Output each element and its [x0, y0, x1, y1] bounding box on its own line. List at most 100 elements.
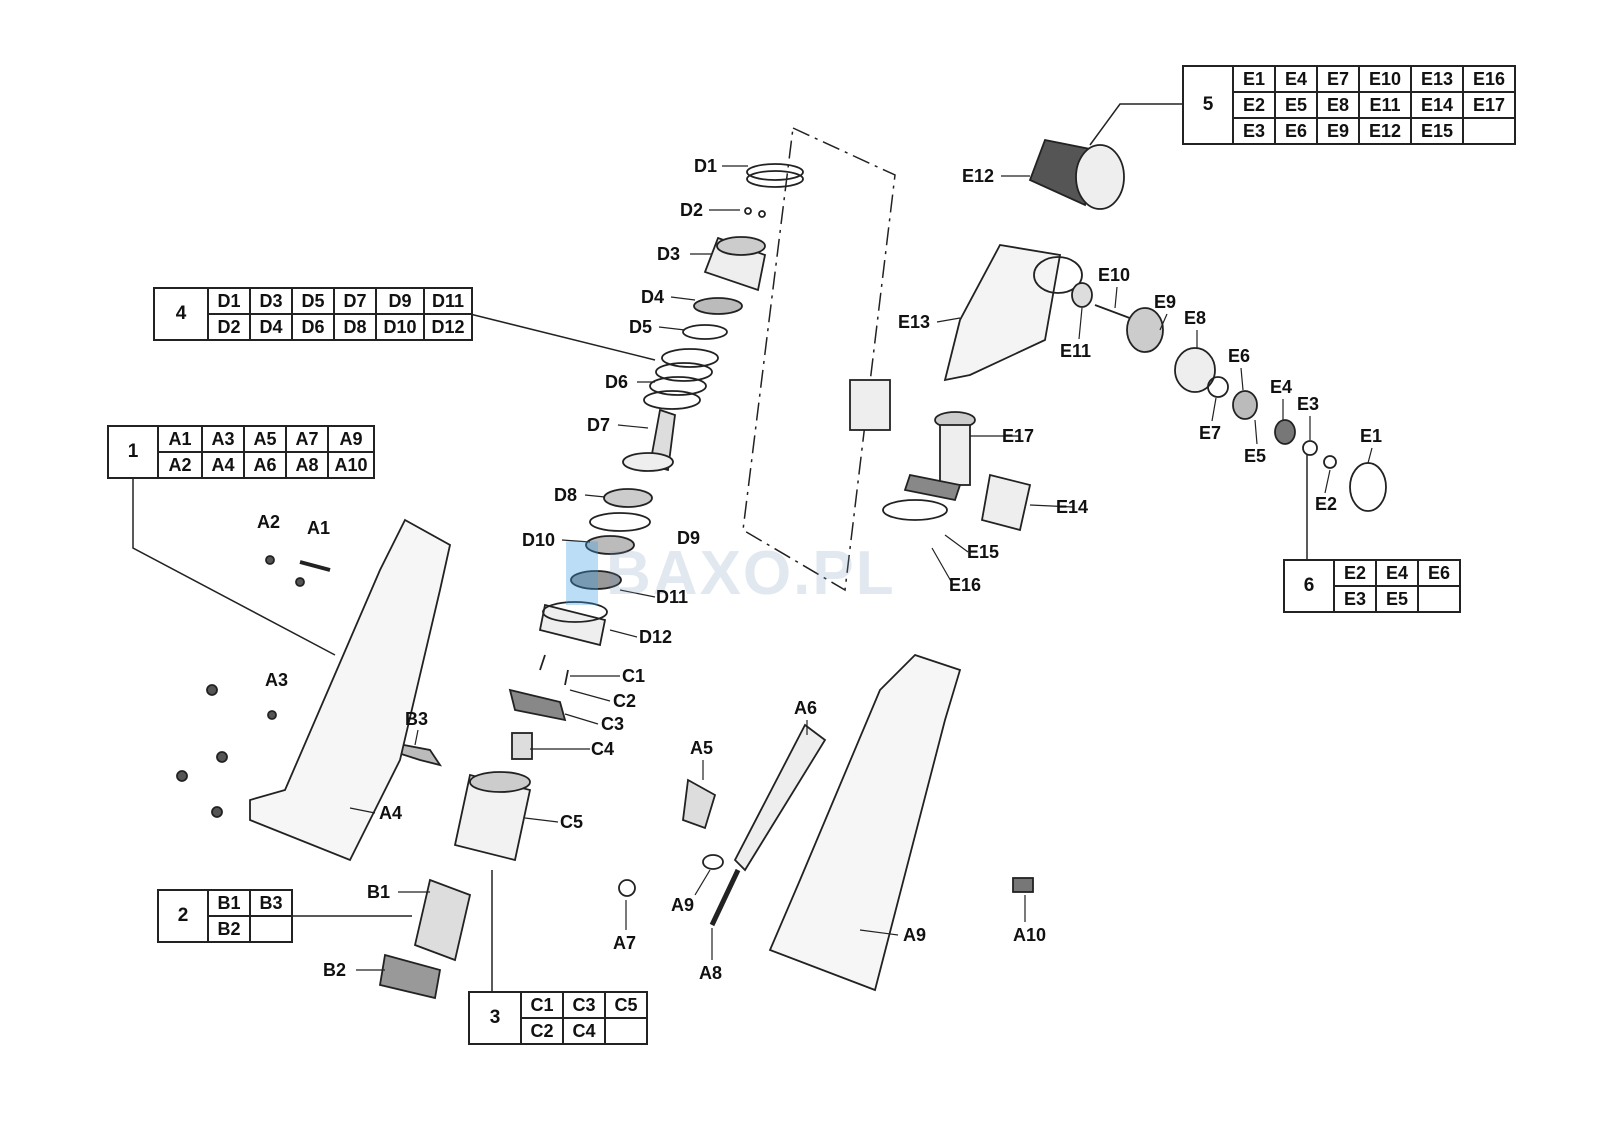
part-label-e7[interactable]: E7 [1199, 423, 1222, 443]
part-label-e4[interactable]: E4 [1270, 377, 1293, 397]
part-label-e5[interactable]: E5 [1244, 446, 1267, 466]
cell[interactable]: E13 [1410, 65, 1464, 93]
cell[interactable]: A8 [285, 451, 329, 479]
cell[interactable]: D2 [207, 313, 251, 341]
cell[interactable]: C1 [520, 991, 564, 1019]
part-label-b3[interactable]: B3 [405, 709, 429, 729]
part-label-a2[interactable]: A2 [257, 512, 281, 532]
part-label-e15[interactable]: E15 [967, 542, 1000, 562]
part-label-e3[interactable]: E3 [1297, 394, 1320, 414]
cell[interactable]: E4 [1274, 65, 1318, 93]
cell[interactable]: E14 [1410, 91, 1464, 119]
part-label-e14[interactable]: E14 [1056, 497, 1089, 517]
cell[interactable]: A3 [201, 425, 245, 453]
cell[interactable]: A10 [327, 451, 375, 479]
part-label-d3[interactable]: D3 [657, 244, 681, 264]
cell[interactable]: E16 [1462, 65, 1516, 93]
cell[interactable]: A1 [157, 425, 203, 453]
cell[interactable]: E1 [1232, 65, 1276, 93]
part-label-d10[interactable]: D10 [522, 530, 556, 550]
part-label-d6[interactable]: D6 [605, 372, 629, 392]
part-label-e6[interactable]: E6 [1228, 346, 1251, 366]
part-label-e12[interactable]: E12 [962, 166, 995, 186]
cell[interactable]: B3 [249, 889, 293, 917]
cell[interactable]: E12 [1358, 117, 1412, 145]
part-label-d4[interactable]: D4 [641, 287, 665, 307]
part-label-a4[interactable]: A4 [379, 803, 403, 823]
cell[interactable]: E9 [1316, 117, 1360, 145]
cell[interactable]: E3 [1333, 585, 1377, 613]
part-label-d5[interactable]: D5 [629, 317, 653, 337]
cell[interactable]: A6 [243, 451, 287, 479]
part-label-b1[interactable]: B1 [367, 882, 391, 902]
part-label-a3[interactable]: A3 [265, 670, 289, 690]
cell[interactable]: E6 [1417, 559, 1461, 587]
cell[interactable]: D1 [207, 287, 251, 315]
cell[interactable]: E5 [1274, 91, 1318, 119]
part-label-e9[interactable]: E9 [1154, 292, 1177, 312]
part-label-a5[interactable]: A5 [690, 738, 714, 758]
cell[interactable]: D10 [375, 313, 425, 341]
cell[interactable]: E17 [1462, 91, 1516, 119]
cell[interactable]: E7 [1316, 65, 1360, 93]
cell[interactable]: C4 [562, 1017, 606, 1045]
cell[interactable]: D12 [423, 313, 473, 341]
cell[interactable]: A5 [243, 425, 287, 453]
cell[interactable]: E15 [1410, 117, 1464, 145]
cell[interactable]: D5 [291, 287, 335, 315]
cell[interactable]: D9 [375, 287, 425, 315]
cell[interactable] [1417, 585, 1461, 613]
part-label-d9[interactable]: D9 [677, 528, 701, 548]
cell[interactable]: B1 [207, 889, 251, 917]
cell[interactable]: D7 [333, 287, 377, 315]
part-label-e11[interactable]: E11 [1060, 341, 1092, 361]
part-label-e16[interactable]: E16 [949, 575, 982, 595]
cell[interactable]: A9 [327, 425, 375, 453]
cell[interactable] [604, 1017, 648, 1045]
cell[interactable] [249, 915, 293, 943]
part-label-d8[interactable]: D8 [554, 485, 578, 505]
part-label-b2[interactable]: B2 [323, 960, 347, 980]
part-label-a10[interactable]: A10 [1013, 925, 1047, 945]
cell[interactable]: A7 [285, 425, 329, 453]
cell[interactable]: E5 [1375, 585, 1419, 613]
part-label-a9-housing[interactable]: A9 [903, 925, 927, 945]
part-label-c3[interactable]: C3 [601, 714, 625, 734]
part-label-a9[interactable]: A9 [671, 895, 695, 915]
part-label-d7[interactable]: D7 [587, 415, 611, 435]
cell[interactable]: E6 [1274, 117, 1318, 145]
cell[interactable]: D8 [333, 313, 377, 341]
part-label-a6[interactable]: A6 [794, 698, 818, 718]
cell[interactable]: A2 [157, 451, 203, 479]
part-label-d2[interactable]: D2 [680, 200, 704, 220]
cell[interactable]: E4 [1375, 559, 1419, 587]
part-label-d1[interactable]: D1 [694, 156, 718, 176]
cell[interactable]: C2 [520, 1017, 564, 1045]
cell[interactable] [1462, 117, 1516, 145]
part-label-c1[interactable]: C1 [622, 666, 646, 686]
part-label-d11[interactable]: D11 [656, 587, 689, 607]
cell[interactable]: C3 [562, 991, 606, 1019]
part-label-c4[interactable]: C4 [591, 739, 615, 759]
cell[interactable]: E11 [1358, 91, 1412, 119]
part-label-e8[interactable]: E8 [1184, 308, 1207, 328]
cell[interactable]: C5 [604, 991, 648, 1019]
part-label-e1[interactable]: E1 [1360, 426, 1383, 446]
cell[interactable]: D3 [249, 287, 293, 315]
cell[interactable]: E8 [1316, 91, 1360, 119]
part-label-a8[interactable]: A8 [699, 963, 723, 983]
cell[interactable]: D4 [249, 313, 293, 341]
cell[interactable]: E2 [1333, 559, 1377, 587]
cell[interactable]: E3 [1232, 117, 1276, 145]
cell[interactable]: B2 [207, 915, 251, 943]
part-label-a1[interactable]: A1 [307, 518, 331, 538]
cell[interactable]: A4 [201, 451, 245, 479]
cell[interactable]: E2 [1232, 91, 1276, 119]
part-label-e13[interactable]: E13 [898, 312, 931, 332]
cell[interactable]: E10 [1358, 65, 1412, 93]
part-label-a7[interactable]: A7 [613, 933, 637, 953]
cell[interactable]: D11 [423, 287, 473, 315]
cell[interactable]: D6 [291, 313, 335, 341]
part-label-d12[interactable]: D12 [639, 627, 673, 647]
part-label-e17[interactable]: E17 [1002, 426, 1035, 446]
